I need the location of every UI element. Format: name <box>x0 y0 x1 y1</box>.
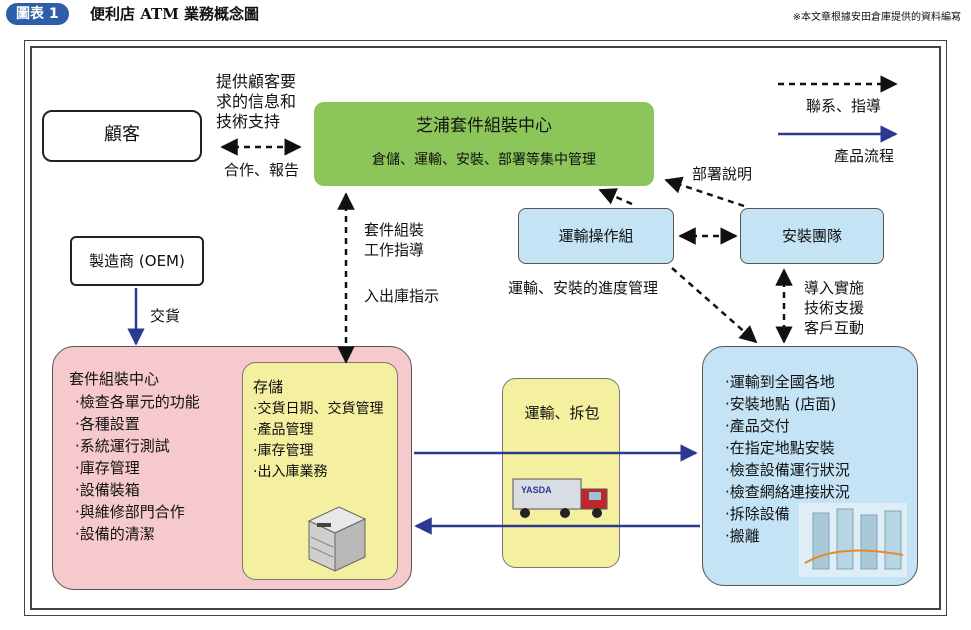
legend-dashed-label: 聯系、指導 <box>806 97 882 115</box>
customer-note-line: 技術支持 <box>216 112 281 131</box>
install-shibaura-arrow <box>664 176 745 208</box>
kit-center-item: ·檢查各單元的功能 <box>75 393 200 411</box>
inout-instruction-label: 入出庫指示 <box>364 287 440 305</box>
truck-logo: YASDA <box>521 485 552 495</box>
field-item: ·檢查網絡連接狀況 <box>725 483 850 501</box>
dept-explain-label: 部署說明 <box>692 165 753 183</box>
legend-solid-label: 產品流程 <box>834 147 895 165</box>
kit-center-item: ·設備的清潔 <box>75 525 155 543</box>
storage-item: ·交貨日期、交貨管理 <box>253 401 384 417</box>
field-list: ·運輸到全國各地 ·安裝地點 (店面) ·產品交付 ·在指定地點安裝 ·檢查設備… <box>725 371 850 547</box>
outer-frame <box>24 40 947 616</box>
kit-center-item: ·庫存管理 <box>75 459 140 477</box>
shibaura-box: 芝浦套件組裝中心 倉儲、運輸、安裝、部署等集中管理 <box>314 102 654 186</box>
customer-box: 顧客 <box>42 110 202 162</box>
storage-item: ·出入庫業務 <box>253 464 328 480</box>
printer-icon <box>307 506 367 572</box>
transport-unpack-label: 運輸、拆包 <box>524 404 600 422</box>
field-item: ·運輸到全國各地 <box>725 373 835 391</box>
installation-photo <box>799 503 907 577</box>
field-box: ·運輸到全國各地 ·安裝地點 (店面) ·產品交付 ·在指定地點安裝 ·檢查設備… <box>702 346 918 586</box>
customer-note-line: 提供顧客要 <box>216 72 297 91</box>
kit-center-title: 套件組裝中心 <box>69 370 160 388</box>
transport-team-label: 運輸操作組 <box>558 227 634 245</box>
figure-title: 便利店 ATM 業務概念圖 <box>90 5 260 23</box>
shibaura-sub: 倉儲、運輸、安裝、部署等集中管理 <box>372 152 596 168</box>
kit-center-item: ·系統運行測試 <box>75 437 170 455</box>
oem-box: 製造商 (OEM) <box>70 236 204 286</box>
kit-center-item: ·各種設置 <box>75 415 140 433</box>
field-item: ·檢查設備運行狀況 <box>725 461 850 479</box>
field-item: ·拆除設備 <box>725 505 790 523</box>
customer-report-label: 合作、報告 <box>224 161 300 179</box>
shibaura-title: 芝浦套件組裝中心 <box>416 116 552 136</box>
install-support-line: 導入實施 <box>804 279 865 297</box>
storage-item: ·產品管理 <box>253 422 314 438</box>
customer-note-line: 求的信息和 <box>216 92 297 111</box>
kit-center-item: ·設備裝箱 <box>75 481 140 499</box>
kit-instruction-line: 工作指導 <box>364 241 425 259</box>
inner-frame <box>30 46 941 610</box>
field-item: ·安裝地點 (店面) <box>725 395 837 413</box>
field-item: ·搬離 <box>725 527 760 545</box>
field-item: ·在指定地點安裝 <box>725 439 835 457</box>
storage-item: ·庫存管理 <box>253 443 314 459</box>
install-team-box: 安裝團隊 <box>740 208 884 264</box>
transport-team-box: 運輸操作組 <box>518 208 674 264</box>
storage-title: 存儲 <box>253 378 284 396</box>
source-note: ※本文章根據安田倉庫提供的資料編寫 <box>792 12 961 23</box>
field-item: ·產品交付 <box>725 417 790 435</box>
kit-instruction-line: 套件組裝 <box>364 221 425 239</box>
progress-label: 運輸、安裝的進度管理 <box>508 279 659 297</box>
transport-unpack-box: 運輸、拆包 YASDA <box>502 378 620 568</box>
transport-shibaura-arrow <box>598 188 633 206</box>
figure-badge: 圖表 1 <box>6 3 69 25</box>
install-support-line: 客戶互動 <box>804 319 865 337</box>
transport-field-arrow <box>671 267 758 344</box>
storage-box: 存儲 ·交貨日期、交貨管理 ·產品管理 ·庫存管理 ·出入庫業務 <box>242 362 398 580</box>
kit-center-list: ·檢查各單元的功能 ·各種設置 ·系統運行測試 ·庫存管理 ·設備裝箱 ·與維修… <box>75 391 200 545</box>
install-support-line: 技術支援 <box>804 299 865 317</box>
kit-center-item: ·與維修部門合作 <box>75 503 185 521</box>
delivery-label: 交貨 <box>150 307 181 325</box>
storage-list: ·交貨日期、交貨管理 ·產品管理 ·庫存管理 ·出入庫業務 <box>253 399 383 483</box>
truck-icon: YASDA <box>512 478 608 518</box>
install-team-label: 安裝團隊 <box>781 227 842 245</box>
customer-label: 顧客 <box>104 124 140 145</box>
oem-label: 製造商 (OEM) <box>89 252 185 270</box>
